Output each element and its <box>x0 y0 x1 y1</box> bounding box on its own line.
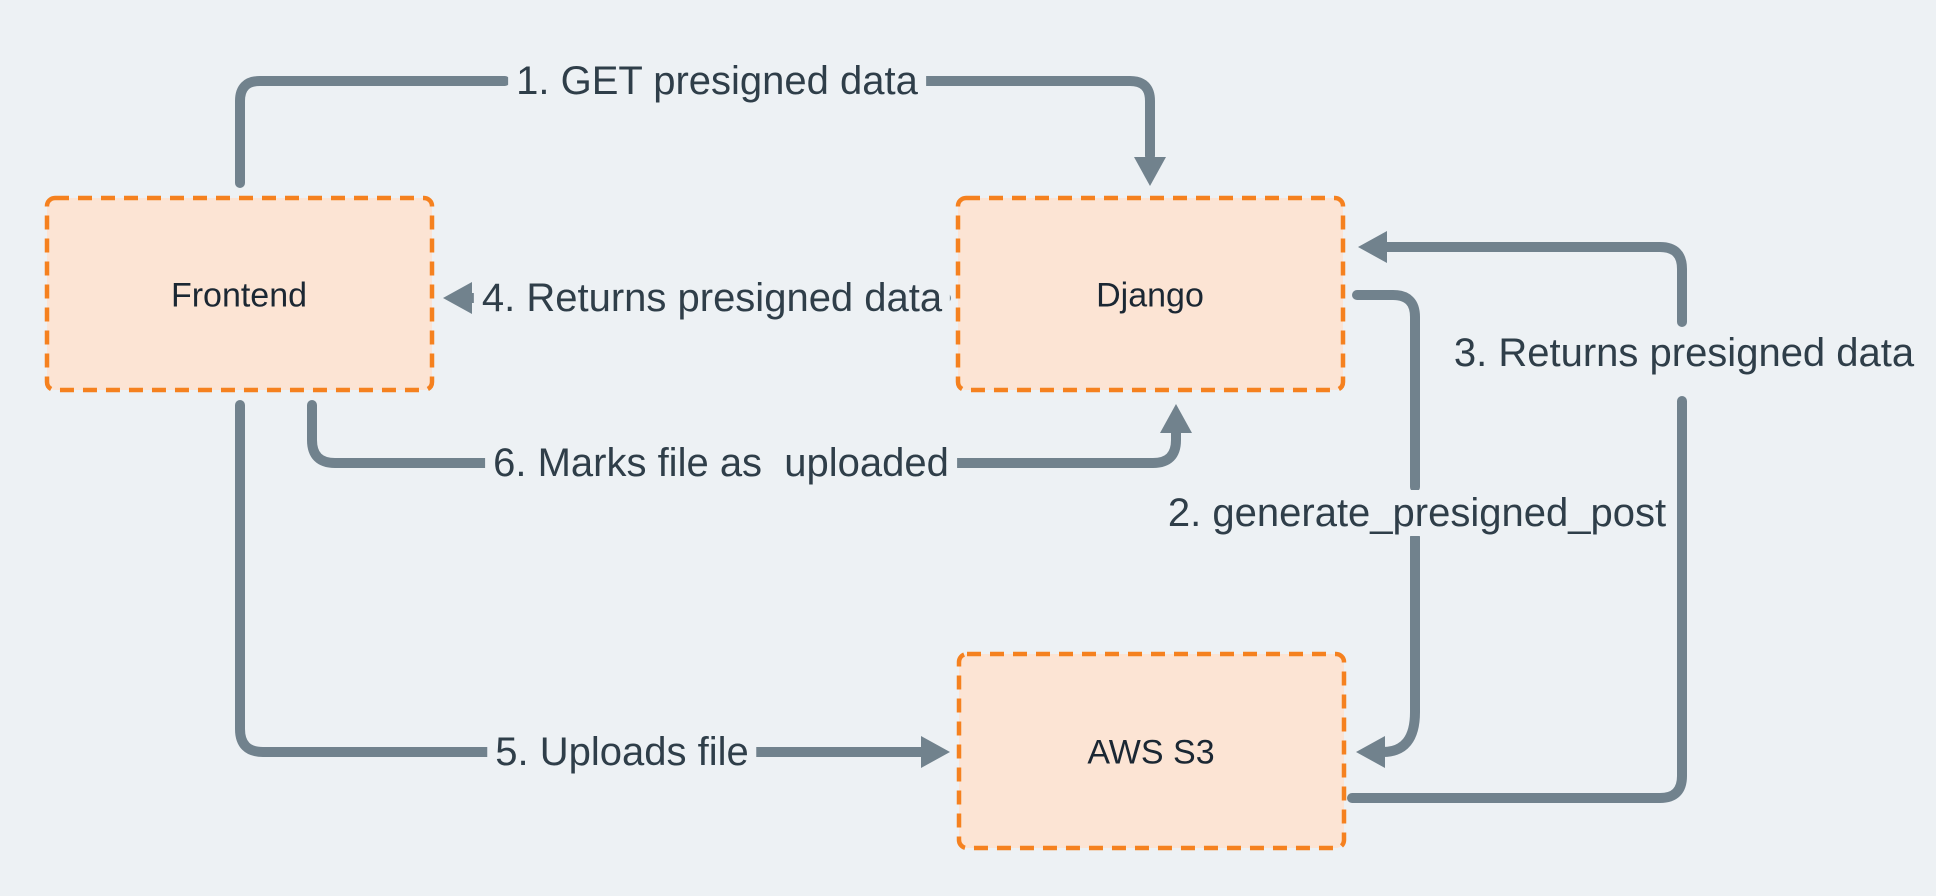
edge-label-2: 2. generate_presigned_post <box>1159 490 1675 536</box>
frontend-box <box>44 195 435 393</box>
edge3-line-top <box>1382 242 1687 327</box>
edge-label-4: 4. Returns presigned data <box>473 275 951 321</box>
edge1-line-right <box>890 76 1155 161</box>
edge1-arrow-down-icon <box>1134 157 1166 186</box>
connectors <box>235 76 1687 803</box>
django-box <box>955 195 1346 393</box>
edge6-line-left <box>307 400 507 468</box>
edge4-arrow-left-icon <box>443 282 472 314</box>
nodes <box>44 195 1347 851</box>
edge2-arrow-left-icon <box>1356 736 1385 768</box>
edge5-line-left <box>235 400 510 757</box>
node-label-django: Django <box>1096 276 1204 315</box>
edge3-arrow-left-icon <box>1358 231 1387 263</box>
edge6-line-right <box>913 426 1181 468</box>
node-label-aws-s3: AWS S3 <box>1087 733 1215 772</box>
edge6-arrow-up-icon <box>1160 404 1192 433</box>
edge3-line-bottom <box>1347 396 1687 803</box>
edge2-line-bottom <box>1378 532 1420 757</box>
aws-s3-box <box>956 651 1347 851</box>
node-label-frontend: Frontend <box>170 276 308 315</box>
edge5-arrow-right-icon <box>921 736 950 768</box>
edge-label-1: 1. GET presigned data <box>508 58 926 104</box>
edge-label-3: 3. Returns presigned data <box>1445 330 1923 376</box>
edge2-line-top <box>1352 290 1420 492</box>
edge-label-5: 5. Uploads file <box>487 729 757 775</box>
edge-label-6: 6. Marks file as uploaded <box>485 440 957 486</box>
edge1-line-left <box>235 76 510 188</box>
